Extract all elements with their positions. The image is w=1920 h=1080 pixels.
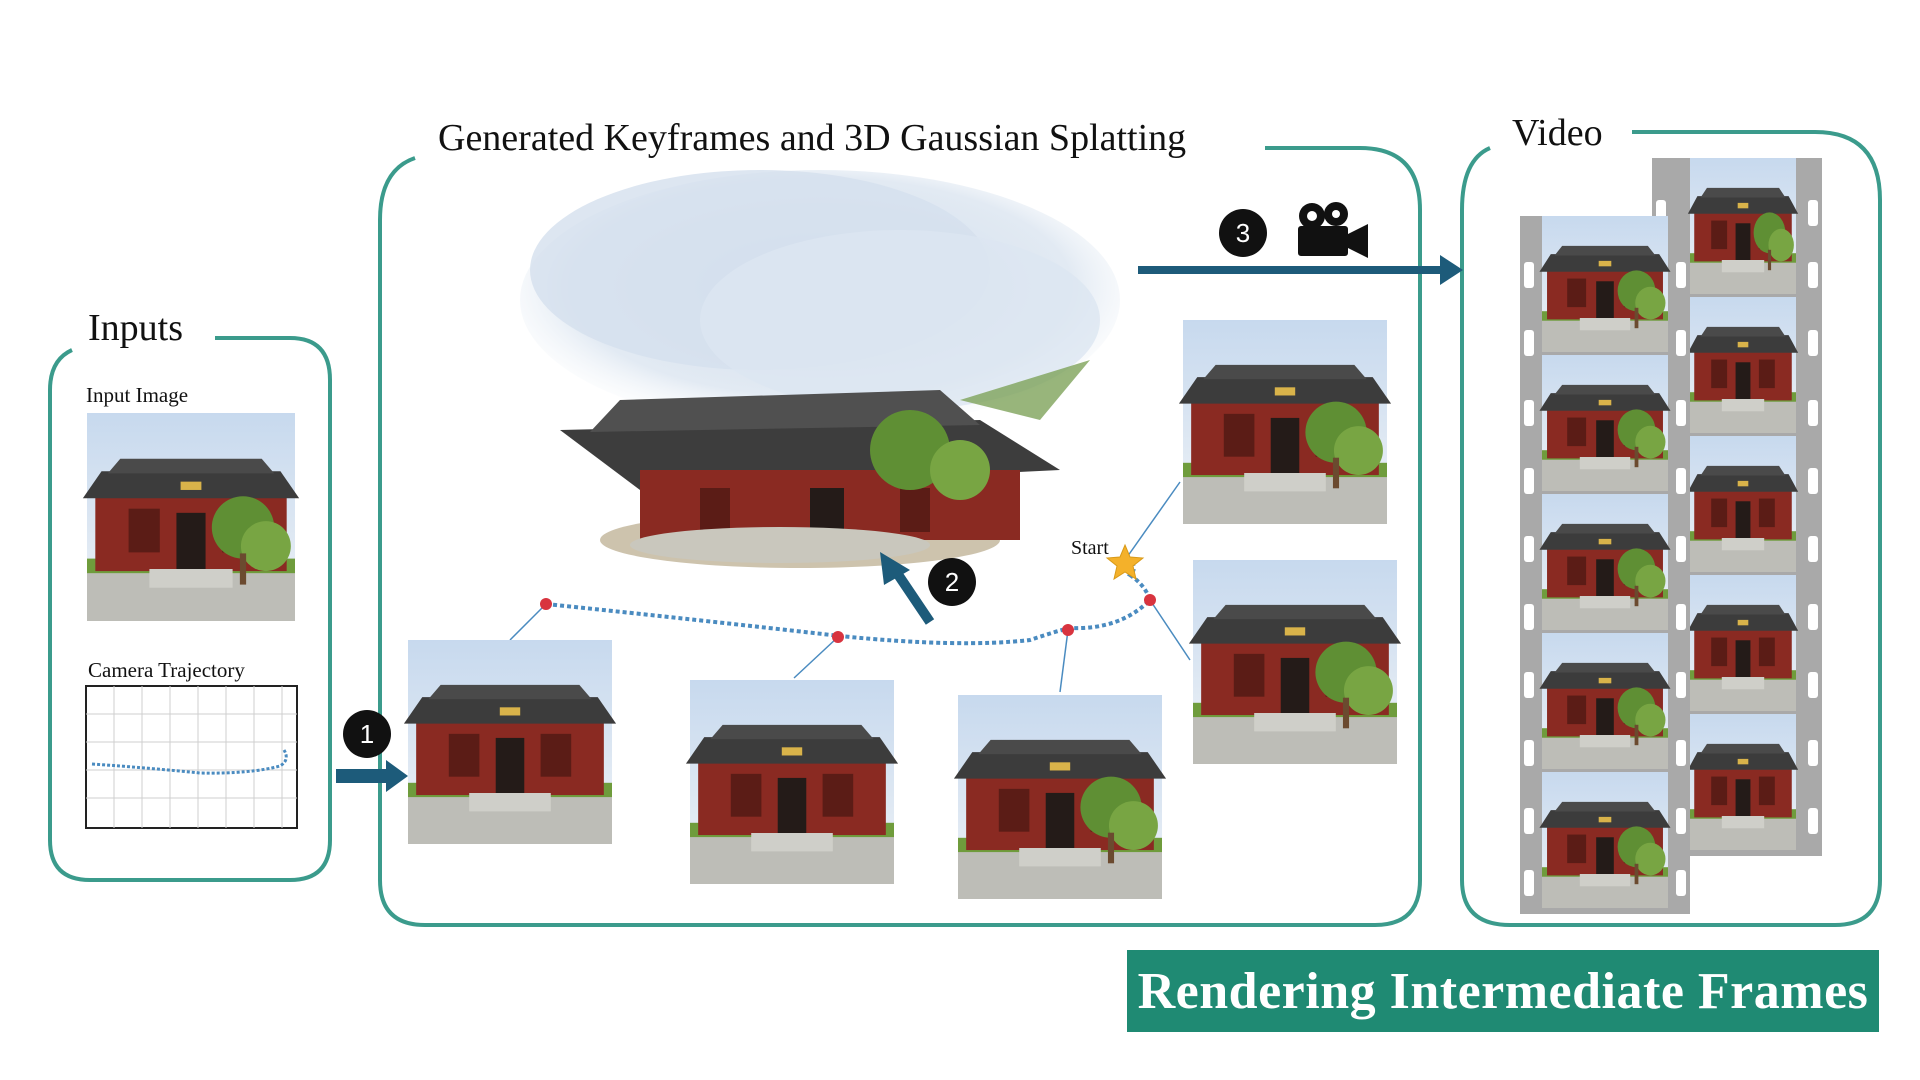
start-label: Start bbox=[1071, 537, 1109, 559]
film-strip-left bbox=[1520, 216, 1690, 914]
step-3-number: 3 bbox=[1236, 218, 1250, 248]
generated-panel bbox=[378, 146, 1422, 927]
keyframe-image-4 bbox=[1189, 560, 1401, 764]
inputs-title: Inputs bbox=[88, 307, 183, 349]
keyframe-image-5 bbox=[1179, 320, 1391, 524]
step-2-badge: 2 bbox=[928, 558, 976, 606]
movie-camera-icon bbox=[1298, 202, 1368, 258]
generated-title: Generated Keyframes and 3D Gaussian Spla… bbox=[438, 117, 1186, 159]
camera-trajectory-plot bbox=[85, 685, 298, 829]
inputs-panel bbox=[48, 336, 332, 882]
keyframe-image-2 bbox=[685, 680, 899, 884]
video-title: Video bbox=[1512, 112, 1603, 154]
video-panel bbox=[1460, 130, 1882, 927]
camera-trajectory-label: Camera Trajectory bbox=[88, 658, 245, 682]
rendering-banner: Rendering Intermediate Frames bbox=[1127, 950, 1879, 1032]
keyframe-dot-4 bbox=[1144, 594, 1156, 606]
step-2-arrow bbox=[880, 552, 935, 625]
keyframe-dot-1 bbox=[540, 598, 552, 610]
input-image bbox=[83, 413, 299, 621]
input-image-label: Input Image bbox=[86, 383, 188, 407]
step-3-arrow bbox=[1138, 255, 1463, 285]
keyframe-image-1 bbox=[403, 640, 617, 844]
gaussian-splat-scene bbox=[520, 170, 1120, 568]
step-3-badge: 3 bbox=[1219, 209, 1267, 257]
step-2-number: 2 bbox=[945, 567, 959, 597]
star-icon bbox=[1105, 543, 1145, 581]
step-1-arrow bbox=[336, 760, 408, 792]
step-1-number: 1 bbox=[360, 719, 374, 749]
step-1-badge: 1 bbox=[343, 710, 391, 758]
banner-text: Rendering Intermediate Frames bbox=[1137, 962, 1869, 1020]
keyframe-image-3 bbox=[954, 695, 1166, 899]
keyframe-dot-3 bbox=[1062, 624, 1074, 636]
keyframe-trajectory bbox=[509, 481, 1191, 693]
keyframe-dot-2 bbox=[832, 631, 844, 643]
